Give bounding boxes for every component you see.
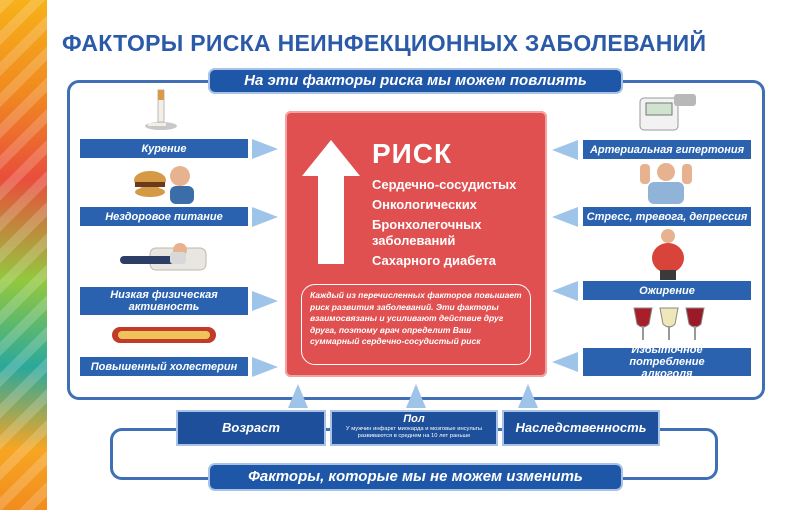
stressed-man-icon bbox=[640, 163, 692, 204]
factor-label-low-activity: Низкая физическая активность bbox=[80, 287, 248, 315]
modifiable-factors-banner: На эти факторы риска мы можем повлиять bbox=[208, 68, 623, 94]
factor-label-unhealthy-diet: Нездоровое питание bbox=[80, 207, 248, 226]
arrow-right-icon bbox=[252, 139, 278, 159]
factor-label-obesity: Ожирение bbox=[583, 281, 751, 300]
wine-glasses-icon bbox=[633, 307, 705, 340]
arrow-right-icon bbox=[252, 291, 278, 311]
fixed-factor-sex-label: Пол bbox=[403, 413, 425, 425]
arrow-up-icon bbox=[302, 140, 360, 264]
page-title: ФАКТОРЫ РИСКА НЕИНФЕКЦИОННЫХ ЗАБОЛЕВАНИЙ bbox=[62, 30, 707, 56]
fixed-factor-heredity: Наследственность bbox=[502, 410, 660, 446]
factor-label-stress: Стресс, тревога, депрессия bbox=[583, 207, 751, 226]
decorative-stripe bbox=[0, 0, 47, 510]
factor-label-cholesterol: Повышенный холестерин bbox=[80, 357, 248, 376]
arrow-left-icon bbox=[552, 140, 578, 160]
arrow-right-icon bbox=[252, 357, 278, 377]
arrow-right-icon bbox=[252, 207, 278, 227]
artery-icon bbox=[112, 327, 216, 343]
arrow-left-icon bbox=[552, 207, 578, 227]
risk-item: Бронхолегочных заболеваний bbox=[372, 217, 482, 248]
risk-item: Сахарного диабета bbox=[372, 253, 496, 268]
arrow-up-icon bbox=[518, 384, 538, 408]
risk-item: Сердечно-сосудистых bbox=[372, 177, 517, 192]
fixed-factor-sex: Пол У мужчин инфаркт миокарда и мозговые… bbox=[330, 410, 498, 446]
obese-person-icon bbox=[652, 229, 684, 280]
factor-label-alcohol: Избыточное потребление алкоголя bbox=[583, 344, 751, 380]
fixed-factors-banner: Факторы, которые мы не можем изменить bbox=[208, 463, 623, 491]
arrow-left-icon bbox=[552, 281, 578, 301]
risk-item: Онкологических bbox=[372, 197, 477, 212]
arrow-up-icon bbox=[406, 384, 426, 408]
couch-icon bbox=[120, 243, 207, 271]
arrow-up-icon bbox=[288, 384, 308, 408]
risk-title: РИСК bbox=[372, 138, 453, 169]
risk-note: Каждый из перечисленных факторов повышае… bbox=[301, 284, 531, 365]
arrow-left-icon bbox=[552, 352, 578, 372]
blood-pressure-monitor-icon bbox=[639, 94, 696, 131]
burger-icon bbox=[134, 166, 194, 204]
fixed-factor-sex-note: У мужчин инфаркт миокарда и мозговые инс… bbox=[345, 426, 483, 439]
fixed-factor-age: Возраст bbox=[176, 410, 326, 446]
factor-label-hypertension: Артериальная гипертония bbox=[583, 140, 751, 159]
cigarette-icon bbox=[145, 89, 177, 130]
factor-label-smoking: Курение bbox=[80, 139, 248, 158]
